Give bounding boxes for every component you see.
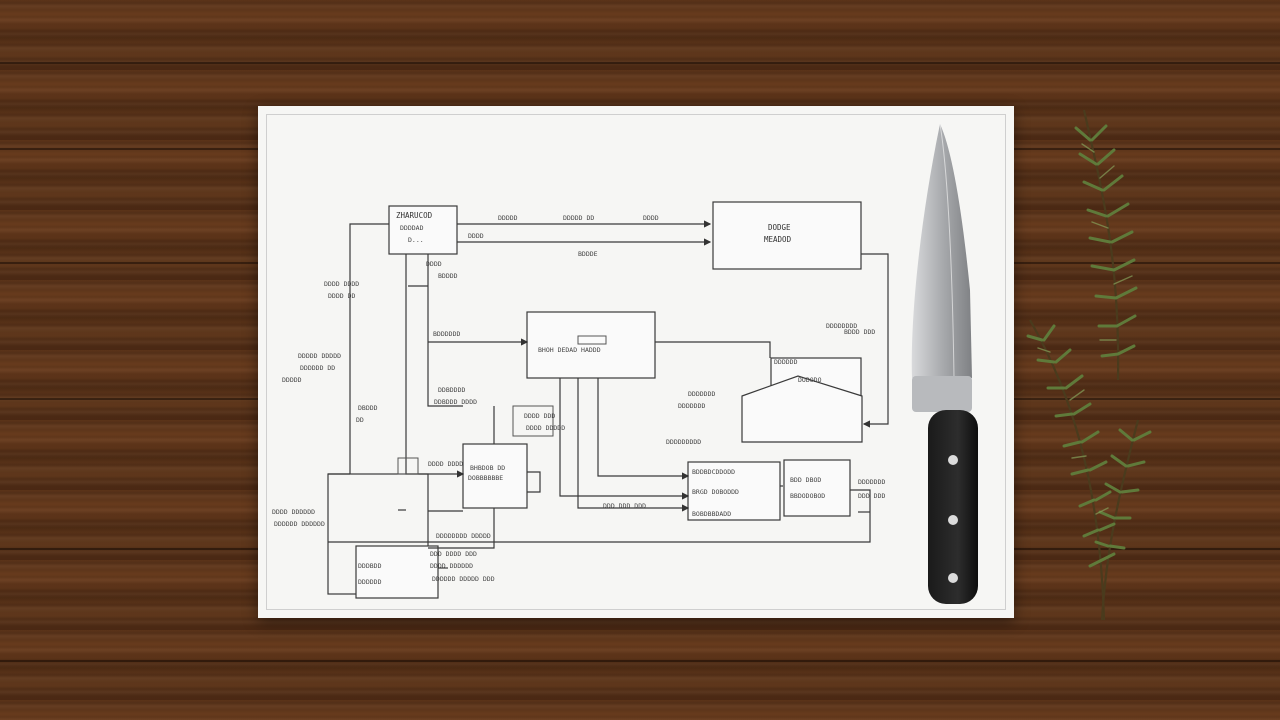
- rosemary-stem: [1029, 319, 1106, 621]
- diagram-label: DDDD: [643, 214, 659, 222]
- diagram-label: DBDDD: [358, 404, 378, 412]
- diagram-label: BDDDD: [438, 272, 458, 280]
- knife-rivet: [948, 455, 958, 465]
- box-b4-line-1: DODODO: [798, 376, 822, 384]
- diagram-label: DDDDDDD: [858, 478, 885, 486]
- diagram-label: DDDD DDD: [524, 412, 555, 420]
- box-b7-line-2: BBDODOBOD: [790, 492, 825, 500]
- flow-diagram: ZHARUCOD DDDDAD D... DODGE MEADOD BHOH D…: [272, 201, 889, 599]
- box-b6-line-3: BOBDBBDADD: [692, 510, 731, 518]
- diagram-label: DDBDDD DDDD: [434, 398, 477, 406]
- diagram-label: DDDD: [468, 232, 484, 240]
- box-b9-line-1: DDDBDD: [358, 562, 382, 570]
- diagram-box-b2: [712, 201, 862, 270]
- box-b6-line-2: BRGD DOBODDD: [692, 488, 739, 496]
- diagram-label: DD: [356, 416, 364, 424]
- box-b7-line-1: BDD DBOD: [790, 476, 821, 484]
- chef-knife: [911, 123, 978, 604]
- diagram-label: DDD DDD DDD: [603, 502, 646, 510]
- diagram-box-b7: [783, 459, 851, 517]
- knife-rivet: [948, 573, 958, 583]
- diagram-label: DDDDDD DD: [300, 364, 335, 372]
- diagram-label: DDD DDD: [858, 492, 885, 500]
- diagram-paper-sheet: ZHARUCOD DDDDAD D... DODGE MEADOD BHOH D…: [258, 106, 1014, 618]
- diagram-label: DDDD DDDDD: [526, 424, 565, 432]
- box-b1-line-2: DDDDAD: [400, 224, 424, 232]
- box-b2-line-1: DODGE: [768, 223, 791, 232]
- diagram-label: DDD DDDD DDD: [430, 550, 477, 558]
- diagram-box-b9: [355, 545, 439, 599]
- diagram-house-shape: [741, 375, 863, 443]
- diagram-label: BDDD DDD: [844, 328, 875, 336]
- diagram-label: DDDDD: [282, 376, 302, 384]
- box-b9-line-2: DDDDDD: [358, 578, 382, 586]
- box-b1-line-1: ZHARUCOD: [396, 211, 433, 220]
- diagram-label: DDDDDDD: [688, 390, 715, 398]
- diagram-label: BDDDE: [578, 250, 598, 258]
- diagram-label: DDBDDDD: [438, 386, 465, 394]
- diagram-label: DDDDDD: [774, 358, 798, 366]
- paper-border: [266, 114, 1006, 610]
- diagram-box-b3: [526, 311, 656, 379]
- diagram-label: DDDDDDDD DDDDD: [436, 532, 491, 540]
- diagram-label: DDDDD DDDDD: [298, 352, 341, 360]
- knife-rivet: [948, 515, 958, 525]
- box-b5-line-2: DOBBBBBBE: [468, 474, 503, 482]
- knife-handle: [928, 410, 978, 604]
- diagram-label: DDDD DDDD: [324, 280, 359, 288]
- knife-bolster: [912, 376, 972, 412]
- knife-blade: [911, 124, 972, 378]
- diagram-label: DDDD DDDDDD: [272, 508, 315, 516]
- rosemary-stem: [1100, 419, 1140, 621]
- diagram-label: DDDDDDD: [678, 402, 705, 410]
- diagram-label: DDDDDDDD: [826, 322, 857, 330]
- box-b6-line-1: BDDBDCDDODD: [692, 468, 735, 476]
- diagram-label: DDDDD: [498, 214, 518, 222]
- diagram-label: DDDD DDDD: [428, 460, 463, 468]
- box-b2-line-2: MEADOD: [764, 235, 792, 244]
- diagram-label: DDDDDD DDDDD DDD: [432, 575, 495, 583]
- diagram-label: BDDDDDD: [433, 330, 460, 338]
- rosemary-sprigs: [1026, 109, 1152, 621]
- diagram-label: DDDDDDDDD: [666, 438, 701, 446]
- box-b1-line-3: D...: [408, 236, 424, 244]
- diagram-label: DDDDD DD: [563, 214, 594, 222]
- plank-seam: [0, 660, 1280, 662]
- diagram-box-b6: [687, 461, 781, 521]
- diagram-box-b5: [462, 443, 528, 509]
- diagram-label: DDDD DD: [328, 292, 355, 300]
- diagram-label: DDDD DDDDDD: [430, 562, 473, 570]
- diagram-label: DDDDDD DDDDDD: [274, 520, 325, 528]
- box-b5-line-1: BHBDOB DD: [470, 464, 505, 472]
- diagram-label: DDDD: [426, 260, 442, 268]
- diagram-box-b1: [388, 205, 458, 255]
- box-b3-line-1: BHOH DEDAD HADDD: [538, 346, 601, 354]
- plank-seam: [0, 62, 1280, 64]
